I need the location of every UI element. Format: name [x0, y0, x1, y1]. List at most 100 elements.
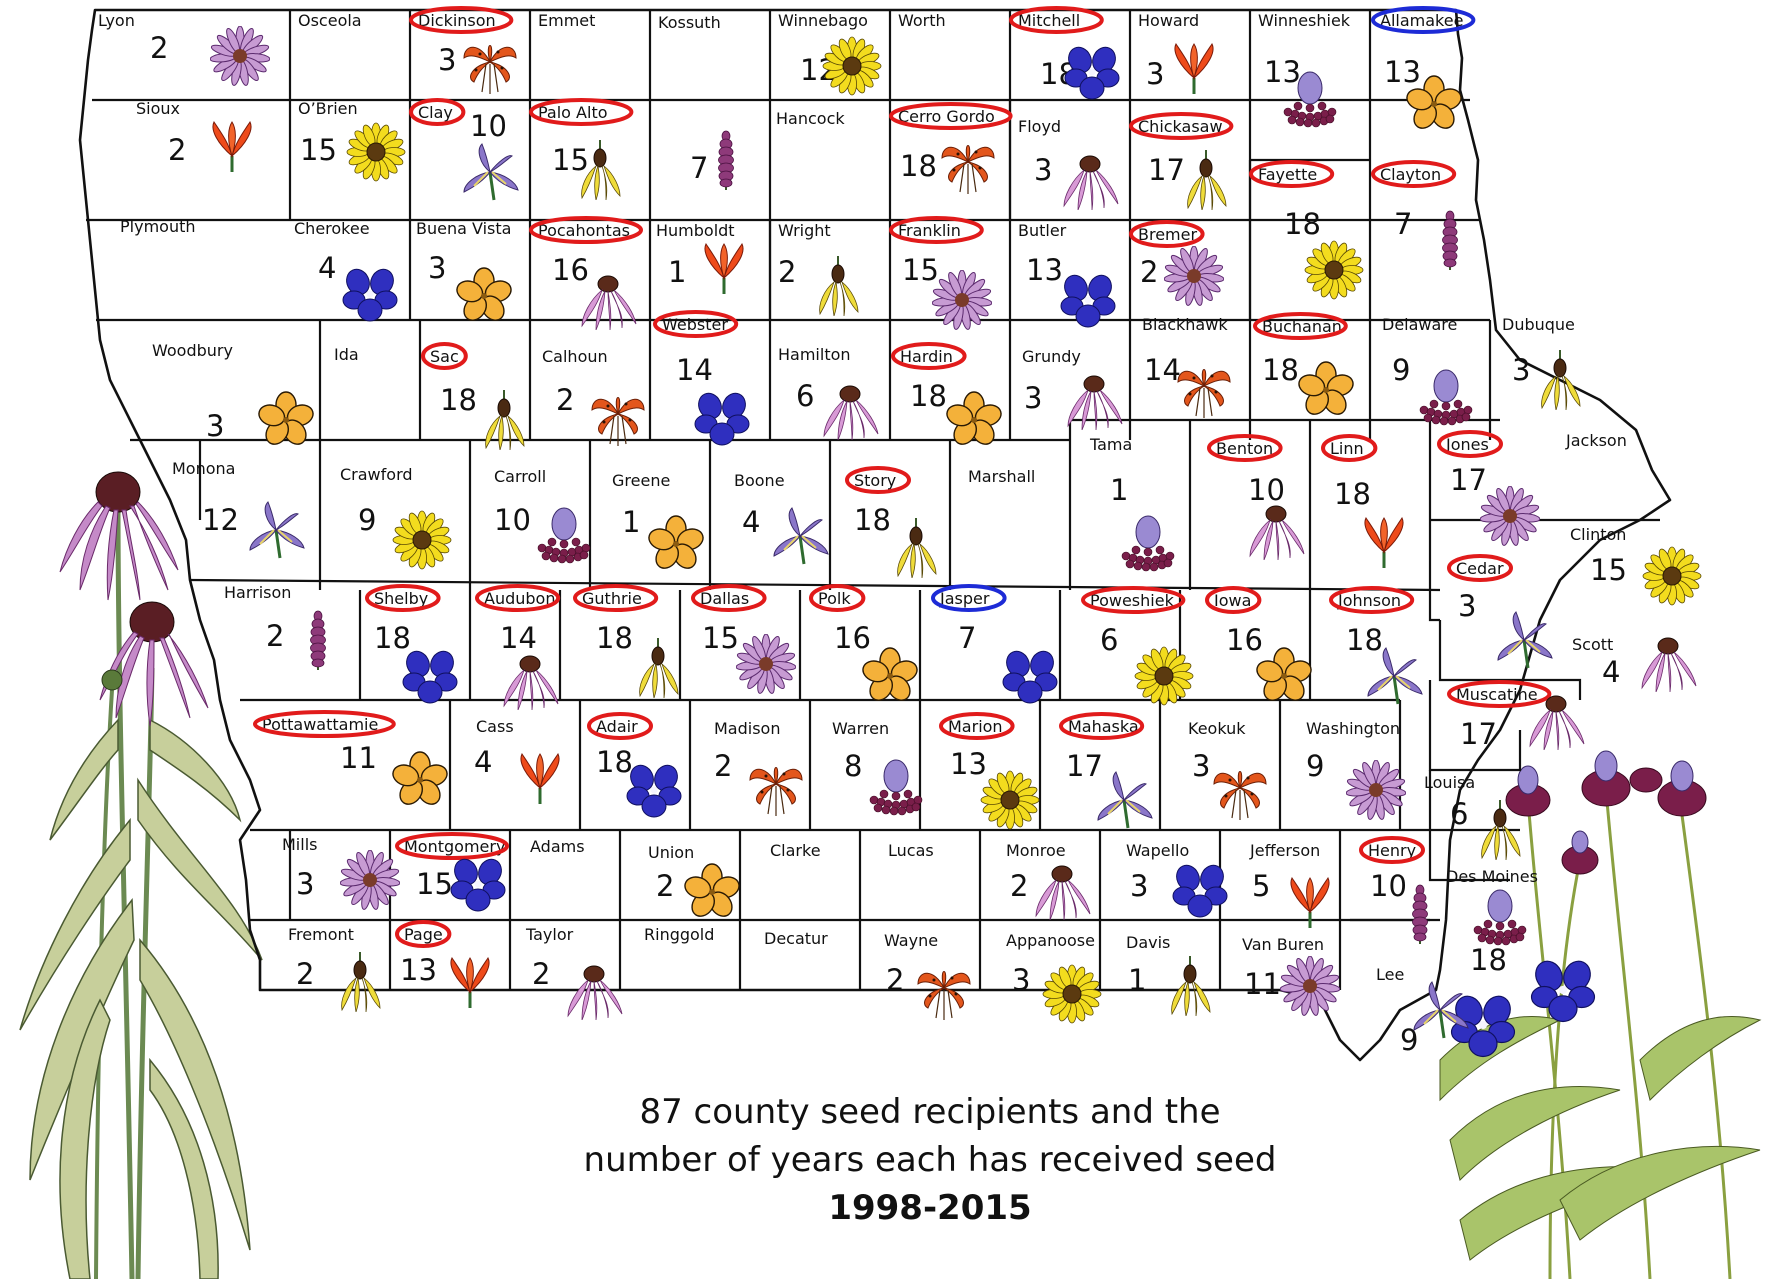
county-name: Palo Alto	[538, 103, 608, 122]
years-count: 3	[428, 251, 446, 285]
turks-cap-lily-icon	[749, 766, 803, 817]
county-clarke: Clarke	[770, 841, 821, 860]
years-count: 14	[500, 621, 537, 655]
red-highlight-ellipse	[474, 584, 561, 612]
red-highlight-ellipse	[253, 710, 396, 738]
blue-violet-icon	[402, 647, 458, 704]
red-highlight-ellipse	[889, 102, 1013, 130]
county-name: Sac	[430, 347, 459, 366]
county-name: Winneshiek	[1258, 11, 1351, 30]
years-count: 11	[1244, 967, 1281, 1001]
orange-lily-icon	[211, 120, 253, 174]
county-name: Pocahontas	[538, 221, 630, 240]
yellow-coneflower-icon	[1186, 150, 1227, 210]
county-adams: Adams	[530, 837, 585, 856]
years-count: 18	[900, 149, 937, 183]
county-name: Poweshiek	[1090, 591, 1175, 610]
purple-aster-icon	[340, 850, 400, 910]
county-name: Union	[648, 843, 694, 862]
blue-highlight-ellipse	[1371, 6, 1476, 34]
purple-aster-icon	[1480, 486, 1540, 546]
turks-cap-lily-icon	[941, 144, 995, 195]
years-count: 18	[596, 621, 633, 655]
years-count: 16	[1226, 623, 1263, 657]
map-caption: 87 county seed recipients and the number…	[430, 1088, 1430, 1232]
years-count: 18	[1470, 943, 1507, 977]
county-name: Butler	[1018, 221, 1067, 240]
years-count: 9	[1400, 1023, 1418, 1057]
red-highlight-ellipse	[809, 584, 866, 612]
years-count: 12	[202, 503, 239, 537]
red-highlight-ellipse	[1371, 160, 1457, 188]
years-count: 3	[1130, 869, 1148, 903]
county-name: Emmet	[538, 11, 595, 30]
years-count: 15	[1590, 553, 1627, 587]
county-name: Scott	[1572, 635, 1613, 654]
red-highlight-ellipse	[409, 6, 514, 34]
red-highlight-ellipse	[889, 216, 984, 244]
county-name: Cedar	[1456, 559, 1504, 578]
county-plymouth: Plymouth	[120, 217, 196, 236]
county-name: Buena Vista	[416, 219, 511, 238]
county-name: Sioux	[136, 99, 180, 118]
pale-purple-coneflower-icon	[567, 965, 623, 1020]
blue-violet-icon	[626, 761, 682, 818]
blue-highlight-ellipse	[931, 584, 1007, 612]
county-name: O’Brien	[298, 99, 358, 118]
years-count: 17	[1148, 153, 1185, 187]
county-name: Webster	[662, 315, 728, 334]
years-count: 2	[168, 133, 186, 167]
county-name: Linn	[1330, 439, 1364, 458]
red-highlight-ellipse	[409, 98, 466, 126]
county-name: Cherokee	[294, 219, 370, 238]
county-name: Keokuk	[1188, 719, 1246, 738]
years-count: 17	[1066, 749, 1103, 783]
years-count: 2	[532, 957, 550, 991]
county-name: Shelby	[374, 589, 428, 608]
county-name: Decatur	[764, 929, 828, 948]
purple-aster-icon	[736, 634, 796, 694]
county-name: Mills	[282, 835, 317, 854]
county-worth: Worth	[898, 11, 946, 30]
red-highlight-ellipse	[845, 466, 911, 494]
county-name: Ida	[334, 345, 359, 364]
county-name: Hancock	[776, 109, 845, 128]
county-name: Jones	[1445, 435, 1489, 454]
prairie-clover-illustration	[1439, 750, 1762, 1279]
years-count: 1	[668, 255, 686, 289]
pale-purple-coneflower-icon	[1067, 375, 1123, 430]
blue-flag-iris-icon	[248, 500, 306, 560]
orange-puccoon-icon	[1296, 361, 1356, 420]
county-name: Van Buren	[1242, 935, 1324, 954]
years-count: 18	[1262, 353, 1299, 387]
county-name: Hardin	[900, 347, 953, 366]
turks-cap-lily-icon	[917, 970, 971, 1021]
years-count: 10	[1370, 869, 1407, 903]
years-count: 4	[742, 505, 760, 539]
red-highlight-ellipse	[1329, 586, 1415, 614]
blue-flag-iris-icon	[462, 142, 520, 202]
purple-prairie-clover-icon	[869, 759, 923, 816]
years-count: 15	[300, 133, 337, 167]
